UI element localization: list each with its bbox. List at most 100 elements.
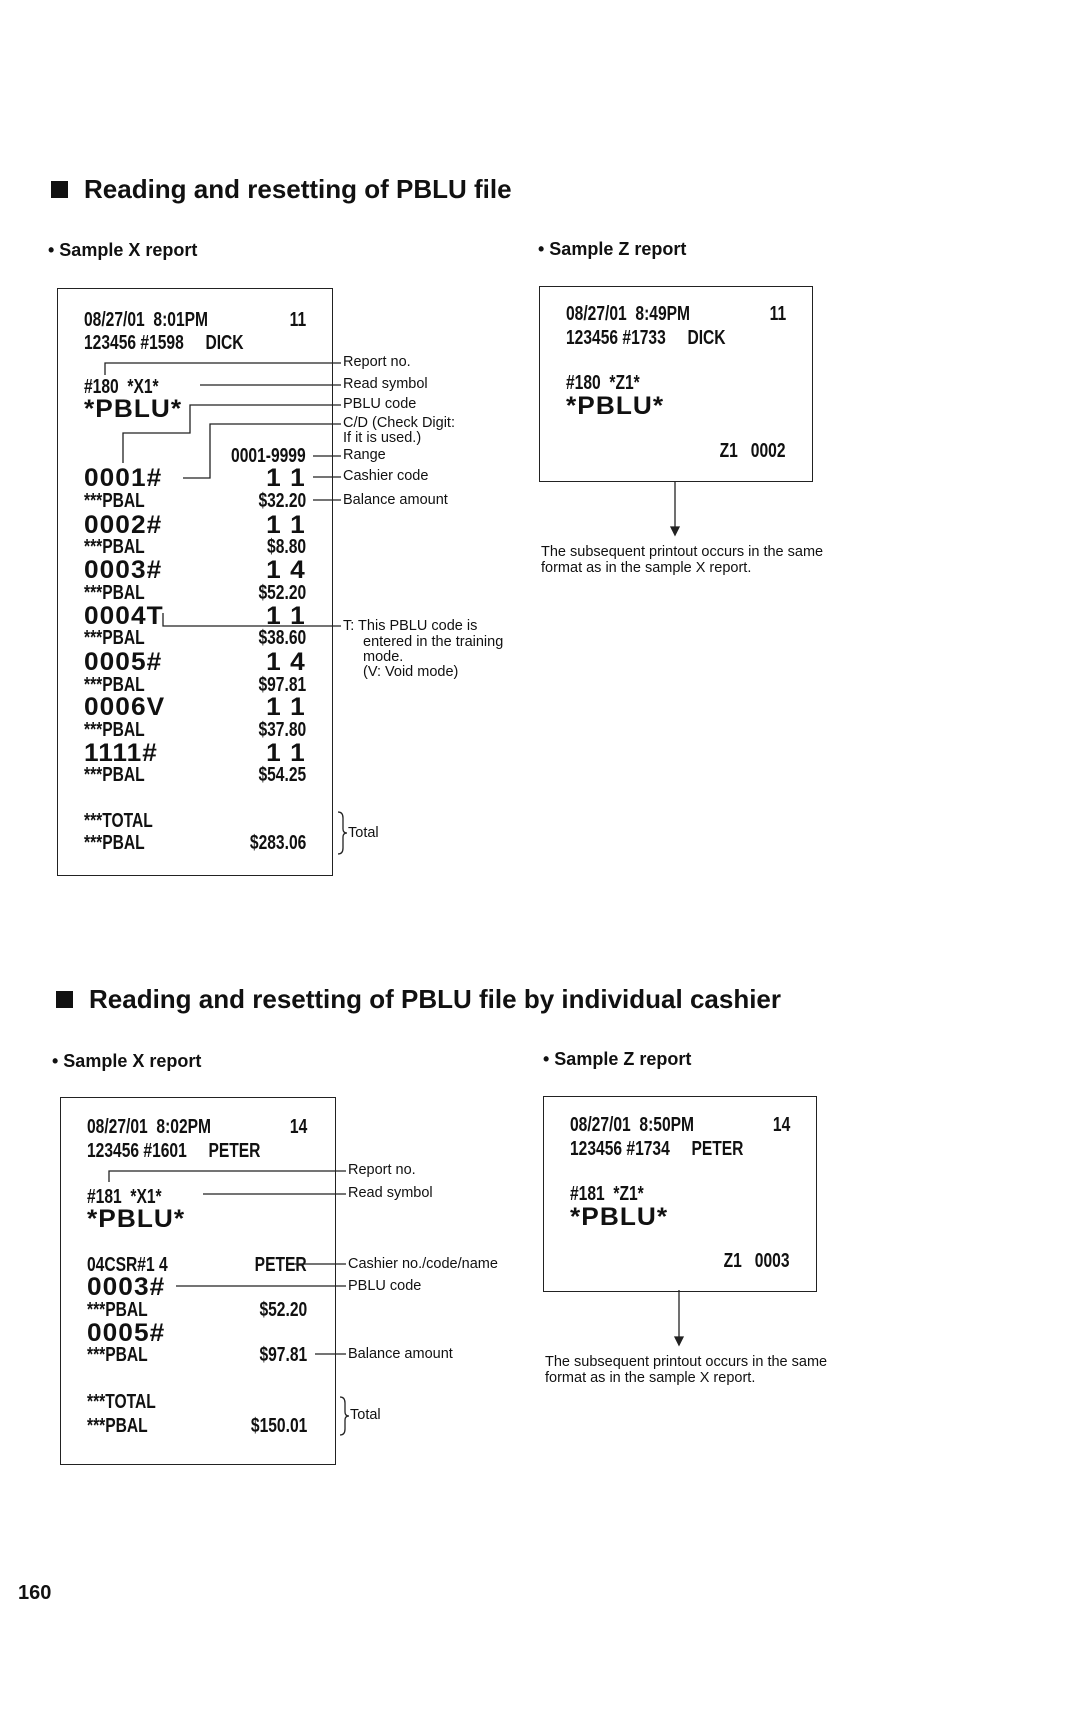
receipt-line-left: ***PBAL	[84, 582, 145, 604]
receipt-line-right: $97.81	[258, 674, 306, 696]
receipt-line-right: 1 1	[266, 602, 306, 630]
annotation-cd-2: If it is used.)	[343, 430, 422, 446]
receipt-line: 0001-9999	[58, 444, 332, 468]
receipt-line: 1111# 1 1	[58, 739, 332, 767]
annotation-pblu-code: PBLU code	[343, 396, 417, 412]
receipt-line-left: ***PBAL	[84, 832, 145, 854]
receipt-line-left: 123456 #1733 DICK	[566, 327, 726, 349]
receipt-line: 08/27/01 8:50PM 14	[544, 1113, 816, 1137]
receipt-line-left: 123456 #1734 PETER	[570, 1138, 744, 1160]
receipt-line: Z1 0003	[544, 1249, 816, 1273]
z-note-line-1: The subsequent printout occurs in the sa…	[541, 544, 824, 560]
sample-z-label: • Sample Z report	[538, 239, 687, 259]
z-note-line-2: format as in the sample X report.	[545, 1370, 756, 1386]
leader-cd	[183, 423, 341, 479]
receipt-line: 0003#	[61, 1275, 335, 1300]
receipt-line: *PBLU*	[61, 1207, 335, 1232]
receipt-line: #180 *Z1*	[540, 371, 812, 395]
receipt-line-left: 08/27/01 8:50PM	[570, 1114, 695, 1136]
total-brace	[337, 811, 348, 855]
receipt-line-right: $97.81	[259, 1344, 307, 1366]
receipt-line-left: ***PBAL	[87, 1299, 148, 1321]
z-note: The subsequent printout occurs in the sa…	[545, 1354, 827, 1386]
receipt-line-right: 1 1	[266, 739, 306, 767]
annotation-report-no: Report no.	[343, 354, 411, 370]
receipt-line-right: 11	[769, 303, 786, 325]
receipt-line-left: *PBLU*	[566, 392, 665, 420]
receipt-line: *PBLU*	[540, 392, 812, 420]
receipt-line-left: ***PBAL	[84, 719, 145, 741]
receipt-line: ***PBAL$97.81	[61, 1343, 335, 1367]
annotation-cd: C/D (Check Digit:	[343, 415, 455, 431]
receipt-line: 123456 #1734 PETER	[544, 1137, 816, 1161]
receipt-line: 08/27/01 8:49PM 11	[540, 302, 812, 326]
receipt-line-left: 1111#	[84, 739, 158, 767]
section-bullet	[51, 181, 68, 198]
annotation-cashier: Cashier no./code/name	[348, 1256, 498, 1272]
sample-z-receipt: 08/27/01 8:49PM 11 123456 #1733 DICK #180 *…	[539, 286, 813, 482]
receipt-line: ***PBAL$37.80	[58, 718, 332, 742]
receipt-line: #181 *Z1*	[544, 1182, 816, 1206]
annotation-report-no: Report no.	[348, 1162, 416, 1178]
receipt-line: ***PBAL$38.60	[58, 626, 332, 650]
sample-x-label: • Sample X report	[48, 240, 198, 260]
receipt-line-left: 08/27/01 8:02PM	[87, 1116, 212, 1138]
annotation-training-3: mode.	[363, 649, 404, 665]
receipt-line-left: 04CSR#1 4	[87, 1254, 168, 1276]
receipt-line-left: #181 *X1*	[87, 1186, 162, 1208]
receipt-line-right: $52.20	[259, 1299, 307, 1321]
receipt-line-right: $32.20	[258, 490, 306, 512]
receipt-line-left: #180 *Z1*	[566, 372, 640, 394]
receipt-line: *PBLU*	[58, 397, 332, 422]
annotation-training-4: (V: Void mode)	[363, 664, 459, 680]
annotation-training-2: entered in the training	[363, 634, 504, 650]
leader-training	[162, 613, 341, 627]
receipt-line: 0001#1 1	[58, 464, 332, 492]
annotation-training: T: This PBLU code is	[343, 618, 478, 634]
receipt-line-left: 0002#	[84, 511, 163, 539]
leader-pblu-code	[122, 404, 341, 463]
receipt-line: 0005#1 4	[58, 648, 332, 676]
receipt-line-right: 14	[772, 1114, 790, 1136]
receipt-line-right: PETER	[254, 1254, 307, 1276]
leader-report-no	[108, 1170, 346, 1182]
annotation-pblu-code: PBLU code	[348, 1278, 422, 1294]
receipt-line-left: 08/27/01 8:49PM	[566, 303, 691, 325]
receipt-line-right: Z1 0003	[724, 1250, 790, 1272]
receipt-line: ***PBAL$8.80	[58, 535, 332, 559]
receipt-line: 123456 #1601 PETER	[61, 1139, 335, 1163]
z-note-line-1: The subsequent printout occurs in the sa…	[545, 1354, 828, 1370]
page-number: 160	[18, 1582, 52, 1604]
receipt-line-left: 0001#	[84, 464, 163, 492]
receipt-line: ***PBAL$150.01	[61, 1414, 335, 1438]
receipt-line-left: 0003#	[84, 556, 163, 584]
annotation-cashier-code: Cashier code	[343, 468, 429, 484]
receipt-line-right: 11	[289, 309, 306, 331]
leader-report-no	[104, 362, 341, 375]
annotation-balance: Balance amount	[343, 492, 448, 508]
receipt-line: 123456 #1733 DICK	[540, 326, 812, 350]
annotation-range: Range	[343, 447, 386, 463]
receipt-line-left: 0005#	[87, 1319, 166, 1347]
section-title: Reading and resetting of PBLU file by in…	[89, 984, 782, 1014]
sample-x-label: • Sample X report	[52, 1051, 202, 1071]
receipt-line: 0003#1 4	[58, 556, 332, 584]
receipt-line: ***PBAL$32.20	[58, 489, 332, 513]
receipt-line-left: 0005#	[84, 648, 163, 676]
receipt-line-left: 0004T	[84, 602, 164, 630]
receipt-line: #180 *X1*	[58, 375, 332, 399]
receipt-line-right: $8.80	[266, 536, 306, 558]
annotation-read-symbol: Read symbol	[348, 1185, 433, 1201]
receipt-line-left: *PBLU*	[570, 1203, 669, 1231]
receipt-line-right: 0001-9999	[231, 445, 306, 467]
receipt-line: ***TOTAL	[61, 1390, 335, 1414]
receipt-line: 0002#1 1	[58, 511, 332, 539]
receipt-line-left: ***TOTAL	[84, 810, 153, 832]
receipt-line: ***PBAL $52.20	[61, 1298, 335, 1322]
receipt-line-left: ***PBAL	[84, 674, 145, 696]
